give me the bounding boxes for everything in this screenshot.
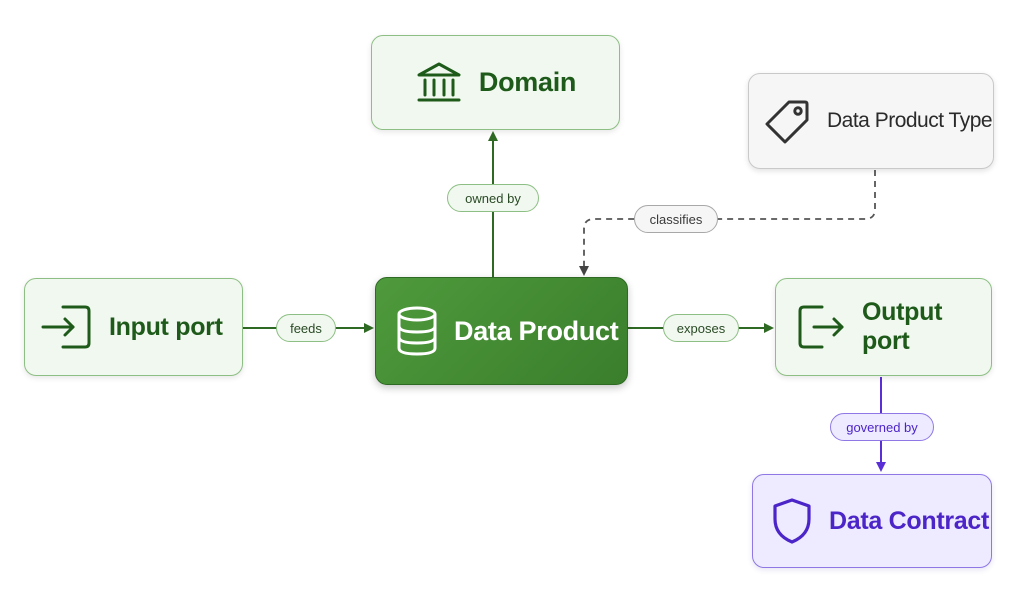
input-port-label: Input port (109, 312, 223, 341)
owned-by-label: owned by (447, 184, 539, 212)
data-product-node[interactable]: Data Product (375, 277, 628, 385)
tag-icon (765, 98, 811, 144)
feeds-label: feeds (276, 314, 336, 342)
bank-building-icon (415, 60, 463, 106)
data-contract-label: Data Contract (829, 506, 990, 535)
data-contract-node[interactable]: Data Contract (752, 474, 992, 568)
shield-icon (771, 497, 813, 545)
domain-label: Domain (478, 67, 577, 97)
input-port-node[interactable]: Input port (24, 278, 243, 376)
login-arrow-icon (41, 303, 93, 351)
classifies-label: classifies (634, 205, 718, 233)
output-port-node[interactable]: Output port (775, 278, 992, 376)
governed-by-label: governed by (830, 413, 934, 441)
data-product-label: Data Product (454, 315, 619, 346)
edge-classifies (579, 170, 876, 276)
data-product-type-node[interactable]: Data Product Type (748, 73, 994, 169)
output-port-label: Output port (862, 298, 943, 355)
domain-node[interactable]: Domain (371, 35, 620, 130)
logout-arrow-icon (796, 303, 846, 351)
database-icon (396, 306, 438, 356)
exposes-label: exposes (663, 314, 739, 342)
data-product-type-label: Data Product Type (827, 109, 993, 132)
